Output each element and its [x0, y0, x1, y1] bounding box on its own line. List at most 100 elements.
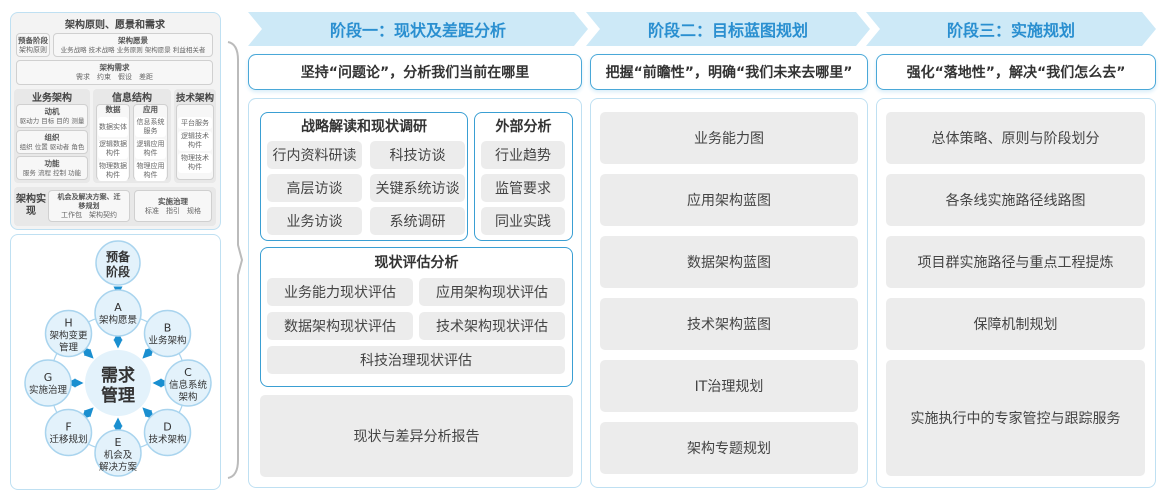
survey-item: 系统调研: [370, 207, 465, 235]
list-item: 平台服务: [178, 117, 212, 129]
node-label: 信息系统: [169, 379, 208, 391]
node-label: 实施治理: [29, 384, 68, 396]
phase-node-g: [24, 359, 72, 407]
survey-item: 行内资料研读: [267, 141, 362, 169]
external-item: 同业实践: [481, 207, 565, 235]
node-label: C: [184, 366, 192, 379]
survey-item: 关键系统访谈: [370, 174, 465, 202]
survey-item: 高层访谈: [267, 174, 362, 202]
external-group: 外部分析 行业趋势监管要求同业实践: [474, 112, 573, 241]
label: 实施治理: [158, 196, 188, 206]
label: 标准 指引 规格: [145, 206, 201, 215]
opportunities-box: 机会及解决方案、迁移规划 工作包 架构契约: [48, 190, 130, 222]
stage-1-motto: 坚持“问题论”，分析我们当前在哪里: [248, 54, 582, 90]
bracket-divider: [227, 41, 244, 479]
list-item: 逻辑数据构件: [98, 139, 128, 159]
node-label: H: [64, 317, 72, 330]
node-label: D: [163, 420, 171, 433]
togaf-content-panel: 架构原则、愿景和需求 预备阶段 架构原则 架构愿景 业务战略 技术战略 业务原则…: [10, 12, 221, 230]
phase-node-h: [44, 309, 93, 358]
phase-node-c: [164, 359, 212, 407]
node-label: 管理: [59, 342, 79, 354]
vision-box: 架构愿景 业务战略 技术战略 业务原则 架构愿景 利益相关者: [53, 33, 213, 57]
list-item: 物理技术构件: [178, 153, 212, 173]
phase-node-a: [94, 289, 142, 337]
panel-title: 架构原则、愿景和需求: [65, 19, 165, 31]
node-label: F: [65, 420, 71, 433]
assessment-item: 应用架构现状评估: [419, 278, 565, 306]
node-label: 解决方案: [99, 461, 138, 473]
label: 架构愿景: [118, 35, 148, 45]
list-item: 逻辑应用构件: [135, 139, 166, 159]
blueprint-item: 业务能力图: [600, 112, 858, 164]
node-label: 管理: [101, 385, 135, 406]
stage-3-motto: 强化“落地性”，解决“我们怎么去”: [876, 54, 1156, 90]
external-item: 行业趋势: [481, 141, 565, 169]
data-column: 数据数据实体逻辑数据构件物理数据构件: [96, 104, 130, 181]
label: 需求 约束 假设 差距: [76, 73, 153, 81]
label: 工作包 架构契约: [61, 210, 117, 219]
assessment-group: 现状评估分析 业务能力现状评估应用架构现状评估数据架构现状评估技术架构现状评估科…: [260, 247, 573, 387]
stage-1-banner: 阶段一：现状及差距分析: [248, 12, 588, 46]
plan-item: 各条线实施路径线路图: [886, 174, 1145, 226]
survey-item: 科技访谈: [370, 141, 465, 169]
node-label: 架构: [178, 391, 197, 403]
node-label: 技术架构: [148, 433, 186, 445]
business-block: 动机驱动力 目标 目的 测量: [16, 104, 88, 128]
label: 机会及解决方案、迁移规划: [57, 192, 121, 210]
survey-item: 业务访谈: [267, 207, 362, 235]
tech-column: 平台服务逻辑技术构件物理技术构件: [176, 104, 214, 180]
blueprint-item: 架构专题规划: [600, 422, 858, 474]
assessment-item: 科技治理现状评估: [267, 346, 565, 374]
stage-2-motto: 把握“前瞻性”，明确“我们未来去哪里”: [590, 54, 868, 90]
label: 信息结构: [112, 93, 152, 104]
label: 功能: [44, 158, 60, 168]
label: 组织 位置 驱动者 角色: [19, 142, 85, 151]
label: 架构需求: [99, 63, 130, 72]
node-label: E: [115, 436, 122, 449]
stage-1-content: 战略解读和现状调研 行内资料研读科技访谈高层访谈关键系统访谈业务访谈系统调研 外…: [248, 98, 582, 488]
label: 预备阶段: [18, 35, 48, 45]
list-item: 信息系统服务: [135, 117, 166, 137]
label: 组织: [44, 132, 60, 142]
node-label: 需求: [101, 365, 135, 386]
application-column: 应用信息系统服务逻辑应用构件物理应用构件: [133, 104, 168, 181]
plan-item: 总体策略、原则与阶段划分: [886, 112, 1145, 164]
label: 动机: [44, 106, 60, 116]
governance-box: 实施治理 标准 指引 规格: [134, 190, 212, 222]
assessment-item: 业务能力现状评估: [267, 278, 413, 306]
label: 驱动力 目标 目的 测量: [19, 116, 85, 125]
technology-architecture: 技术架构 平台服务逻辑技术构件物理技术构件: [174, 89, 216, 183]
node-label: 业务架构: [148, 335, 186, 347]
phase-node-e: [94, 429, 142, 477]
label: 业务架构: [32, 93, 72, 104]
assessment-item: 数据架构现状评估: [267, 312, 413, 340]
label: 架构原则: [19, 45, 47, 54]
information-architecture: 信息结构 数据数据实体逻辑数据构件物理数据构件 应用信息系统服务逻辑应用构件物理…: [93, 89, 171, 183]
group-title: 战略解读和现状调研: [301, 119, 427, 135]
architecture-implementation: 架构实现 机会及解决方案、迁移规划 工作包 架构契约 实施治理 标准 指引 规格: [14, 187, 216, 226]
list-item: 数据实体: [98, 117, 128, 137]
business-block: 功能服务 流程 控制 功能: [16, 156, 88, 180]
label: 架构实现: [16, 194, 46, 217]
label: 服务 流程 控制 功能: [22, 168, 82, 177]
phase-node-b: [143, 309, 192, 358]
node-label: 预备: [106, 249, 131, 264]
stage-3-content: 总体策略、原则与阶段划分各条线实施路径线路图项目群实施路径与重点工程提炼保障机制…: [876, 98, 1156, 488]
prelim-box: 预备阶段 架构原则: [16, 33, 50, 57]
adm-cycle-diagram: 预备阶段需求管理A架构愿景B业务架构C信息系统架构D技术架构E机会及解决方案F迁…: [24, 240, 212, 477]
node-label: B: [164, 322, 172, 335]
list-item: 物理应用构件: [135, 161, 166, 181]
list-item: 逻辑技术构件: [178, 131, 212, 151]
label: 应用: [143, 105, 158, 114]
node-label: G: [44, 371, 53, 384]
survey-group: 战略解读和现状调研 行内资料研读科技访谈高层访谈关键系统访谈业务访谈系统调研: [260, 112, 468, 241]
assessment-item: 技术架构现状评估: [419, 312, 565, 340]
blueprint-item: IT治理规划: [600, 360, 858, 412]
plan-item: 项目群实施路径与重点工程提炼: [886, 236, 1145, 288]
label: 技术架构: [175, 92, 214, 104]
label: 数据: [105, 105, 121, 114]
label: 业务战略 技术战略 业务原则 架构愿景 利益相关者: [60, 45, 206, 54]
